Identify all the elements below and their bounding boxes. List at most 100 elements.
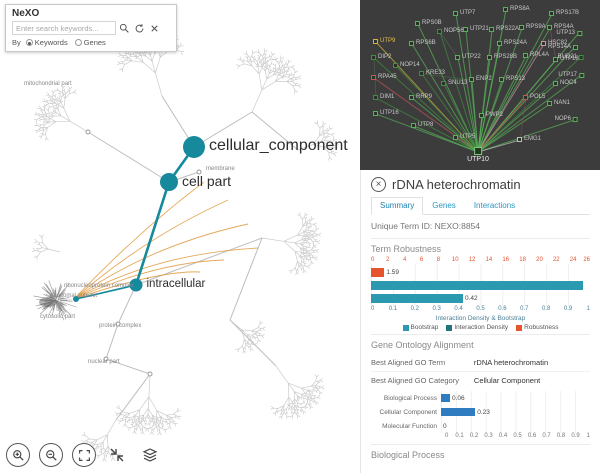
bar [371, 267, 385, 277]
gene-node-emg1[interactable]: EMG1 [517, 136, 541, 142]
axis-tick: 0.2 [410, 306, 419, 312]
axis-tick: 0 [371, 257, 375, 263]
go-row-value: Cellular Component [473, 376, 541, 385]
zoom-in-icon [12, 449, 25, 462]
gene-node-label: UTP22 [462, 54, 481, 60]
radio-keywords[interactable]: Keywords [25, 38, 68, 47]
gene-node-utp10[interactable]: UTP10 [467, 147, 489, 163]
zoom-out-button[interactable] [39, 443, 63, 467]
term-node-cell-part[interactable] [160, 173, 178, 191]
gene-node-rpa45[interactable]: RPA45 [371, 74, 397, 80]
tab-genes[interactable]: Genes [432, 201, 456, 210]
gene-node-icon [577, 30, 582, 36]
search-input[interactable] [12, 21, 116, 35]
gene-node-icon [453, 134, 458, 140]
radio-genes[interactable]: Genes [74, 38, 106, 47]
axis-tick: 0.7 [542, 433, 551, 439]
term-node-cellular_component[interactable] [183, 136, 205, 158]
gene-node-nop56[interactable]: NOP56 [437, 28, 464, 34]
zoom-fit-icon [78, 449, 91, 462]
gene-node-label: RPS14A [547, 44, 571, 50]
gene-node-nan1[interactable]: NAN1 [547, 100, 570, 106]
tab-summary[interactable]: Summary [371, 197, 424, 215]
gene-node-label: UTP13 [556, 30, 575, 36]
gene-node-rps4a[interactable]: RPS4A [547, 24, 574, 30]
gene-node-rrp9[interactable]: RRP9 [409, 94, 432, 100]
gene-node-label: UTP5 [460, 134, 476, 140]
gene-node-icon [541, 40, 546, 46]
axis-tick: 0.6 [498, 306, 507, 312]
gene-node-rps17b[interactable]: RPS17B [549, 10, 579, 16]
gene-node-label: RPS9A [526, 24, 546, 30]
gene-node-rps9a[interactable]: RPS9A [519, 24, 546, 30]
gene-node-rps8a[interactable]: RPS8A [503, 6, 530, 12]
unique-term-id: Unique Term ID: NEXO:8854 [371, 218, 590, 235]
alignment-category: Molecular Function [382, 422, 437, 430]
gene-node-nop14[interactable]: NOP14 [393, 62, 420, 68]
axis-tick: 14 [485, 257, 493, 263]
gene-node-label: RPS13 [506, 76, 526, 82]
alignment-value: 0 [443, 422, 447, 430]
gene-node-utp22[interactable]: UTP22 [455, 54, 481, 60]
zoom-in-button[interactable] [6, 443, 30, 467]
gene-node-icon [473, 147, 482, 155]
gene-node-utp9[interactable]: UTP9 [373, 38, 395, 44]
gene-node-pwp2[interactable]: PWP2 [479, 112, 503, 118]
gene-node-nop6[interactable]: NOP6 [555, 116, 578, 122]
term-node-intracellular[interactable] [129, 278, 143, 292]
gene-node-rps22a[interactable]: RPS22A [489, 26, 519, 32]
gene-node-dim1[interactable]: DIM1 [373, 94, 394, 100]
gene-node-utp21[interactable]: UTP21 [463, 26, 489, 32]
gene-node-utp7[interactable]: UTP7 [453, 10, 475, 16]
gene-node-rps24a[interactable]: RPS24A [497, 40, 527, 46]
layers-button[interactable] [138, 443, 162, 467]
gene-node-label: NOP14 [400, 62, 420, 68]
network-canvas[interactable] [360, 0, 600, 170]
go-row-label: Best Aligned GO Category [371, 376, 459, 385]
search-icon[interactable] [118, 22, 131, 35]
gene-node-rps13[interactable]: RPS13 [499, 76, 525, 82]
gene-node-icon [547, 100, 552, 106]
gene-node-utp13[interactable]: UTP13 [556, 30, 582, 36]
gene-node-utp17[interactable]: UTP17 [558, 72, 584, 78]
gene-node-utp8[interactable]: UTP8 [411, 122, 433, 128]
gene-node-kre33[interactable]: KRE33 [419, 70, 445, 76]
gene-node-bud21[interactable]: BUD21 [558, 54, 584, 60]
bar-value-label: 1.59 [386, 268, 400, 276]
gene-node-utp16[interactable]: UTP16 [373, 110, 399, 116]
ontology-tree-canvas[interactable] [0, 0, 360, 473]
axis-tick: 0.1 [455, 433, 464, 439]
gene-node-noc4[interactable]: NOC4 [553, 80, 577, 86]
gene-node-snu13[interactable]: SNU13 [441, 80, 467, 86]
collapse-all-button[interactable] [105, 443, 129, 467]
gene-node-utp5[interactable]: UTP5 [453, 134, 475, 140]
gene-node-rps28b[interactable]: RPS28B [487, 54, 517, 60]
gene-node-hsc82[interactable]: HSC82 [541, 40, 567, 46]
tab-interactions[interactable]: Interactions [473, 201, 516, 210]
gene-node-label: RPS24A [504, 40, 528, 46]
gene-node-rpl4a[interactable]: RPL4A [523, 52, 549, 58]
gene-node-icon [373, 38, 378, 44]
gene-node-dip2[interactable]: DIP2 [371, 54, 391, 60]
axis-tick: 20 [536, 257, 543, 263]
gene-node-rps6b[interactable]: RPS6B [409, 40, 436, 46]
gene-node-enp2[interactable]: ENP2 [469, 76, 492, 82]
zoom-fit-button[interactable] [72, 443, 96, 467]
gene-node-rps14a[interactable]: RPS14A [548, 44, 578, 50]
gene-node-icon [519, 24, 524, 30]
gene-node-label: BUD21 [557, 54, 577, 60]
reset-icon[interactable] [133, 22, 146, 35]
gene-node-utp18[interactable]: UTP18 [553, 56, 579, 62]
clear-icon[interactable] [148, 22, 161, 35]
gene-node-pol5[interactable]: POL5 [523, 94, 545, 100]
gene-node-icon [469, 76, 474, 82]
close-icon[interactable]: × [371, 177, 386, 192]
gene-node-rps0b[interactable]: RPS0B [415, 20, 442, 26]
